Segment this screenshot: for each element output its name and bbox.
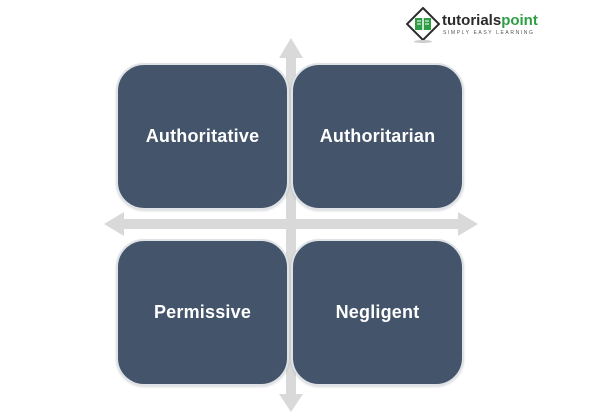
right-arrow-icon xyxy=(458,212,478,236)
logo-name-part1: tutorials xyxy=(442,12,502,29)
up-arrow-icon xyxy=(279,38,303,58)
tutorialspoint-logo: tutorialspoint SIMPLY EASY LEARNING xyxy=(406,7,546,43)
quadrant-bottom-right: Negligent xyxy=(291,239,464,386)
quadrant-top-right: Authoritarian xyxy=(291,63,464,210)
down-arrow-icon xyxy=(279,394,303,412)
quadrant-label: Permissive xyxy=(153,302,252,322)
quadrant-label: Negligent xyxy=(335,302,420,322)
quadrant-label: Authoritative xyxy=(145,126,260,146)
quadrant-top-left: Authoritative xyxy=(116,63,289,210)
book-diamond-icon xyxy=(406,7,440,43)
logo-tagline: SIMPLY EASY LEARNING xyxy=(443,30,535,36)
logo-name-part2: point xyxy=(501,12,538,29)
left-arrow-icon xyxy=(104,212,124,236)
quadrant-bottom-left: Permissive xyxy=(116,239,289,386)
quadrant-label: Authoritarian xyxy=(319,126,436,146)
logo-wordmark: tutorialspoint xyxy=(442,13,538,28)
horizontal-axis xyxy=(124,219,458,229)
